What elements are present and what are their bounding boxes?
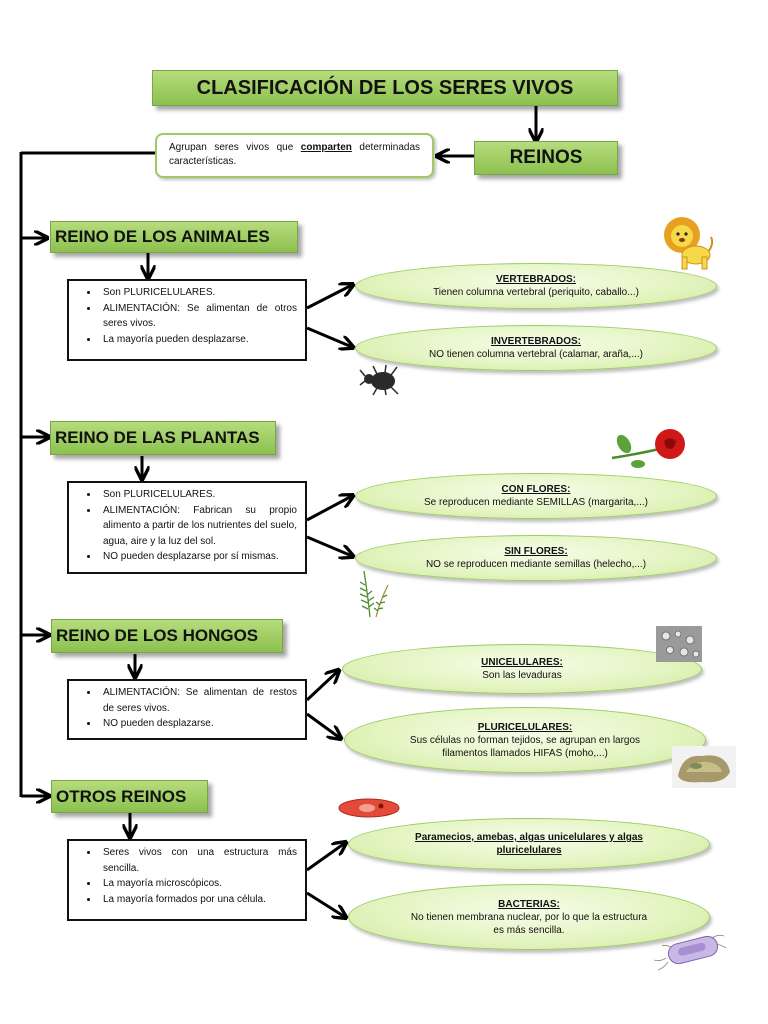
ellipse-heading: BACTERIAS: [498,898,560,910]
arrow-con-flores [306,496,352,522]
paramecium-icon [338,798,400,818]
kingdom-hongos: REINO DE LOS HONGOS [51,619,283,653]
reinos-box: REINOS [474,141,618,175]
ellipse-text: Son las levaduras [482,670,562,681]
rose-icon [611,429,685,468]
list-item: ALIMENTACIÓN: Fabrican su propio aliment… [99,503,297,550]
page-title-text: CLASIFICACIÓN DE LOS SERES VIVOS [196,76,574,99]
ellipse-invertebrados: INVERTEBRADOS: NO tienen columna vertebr… [355,325,717,371]
list-item: NO pueden desplazarse. [99,716,297,732]
kingdom-plantas-label: REINO DE LAS PLANTAS [55,428,260,447]
kingdom-animales: REINO DE LOS ANIMALES [50,221,298,253]
beetle-icon [359,364,399,396]
ellipse-heading: CON FLORES: [501,484,571,495]
ellipse-text: Se reproducen mediante SEMILLAS (margari… [424,497,648,508]
ellipse-heading: PLURICELULARES: [477,721,573,733]
kingdom-hongos-label: REINO DE LOS HONGOS [56,626,259,645]
list-item: ALIMENTACIÓN: Se alimentan de restos de … [99,685,297,716]
arrow-unicelulares [305,671,338,702]
ellipse-text: NO tienen columna vertebral (calamar, ar… [429,349,643,360]
arrow-vertebrados [306,285,352,310]
list-item: La mayoría formados por una célula. [99,892,297,908]
list-item: ALIMENTACIÓN: Se alimentan de otros sere… [99,301,297,332]
kingdom-otros-label: OTROS REINOS [56,786,187,806]
reinos-description: Agrupan seres vivos que comparten determ… [155,133,434,178]
kingdom-animales-label: REINO DE LOS ANIMALES [55,227,270,246]
plantas-list: Son PLURICELULARES. ALIMENTACIÓN: Fabric… [67,481,307,574]
desc-text-2: determinadas características. [169,142,421,167]
animales-list: Son PLURICELULARES. ALIMENTACIÓN: Se ali… [67,279,307,361]
ellipse-con-flores: CON FLORES: Se reproducen mediante SEMIL… [355,473,717,519]
ellipse-bacterias: BACTERIAS: No tienen membrana nuclear, p… [348,884,710,950]
ellipse-heading: VERTEBRADOS: [495,274,576,285]
reinos-label: REINOS [509,147,583,168]
arrow-paramecios [306,843,345,872]
ellipse-text: No tienen membrana nuclear, por lo que l… [410,911,648,936]
list-item: NO pueden desplazarse por sí mismas. [99,549,297,565]
ellipse-text: Sus células no forman tejidos, se agrupa… [409,734,641,759]
ellipse-unicelulares: UNICELULARES: Son las levaduras [342,644,702,694]
kingdom-plantas: REINO DE LAS PLANTAS [50,421,276,455]
ellipse-sin-flores: SIN FLORES: NO se reproducen mediante se… [355,535,717,581]
yeast-icon [656,626,702,662]
bacteria-icon [653,934,727,971]
list-item: Seres vivos con una estructura más senci… [99,845,297,876]
page-title: CLASIFICACIÓN DE LOS SERES VIVOS [152,70,618,106]
arrow-pluricelulares [306,712,340,738]
mold-icon [672,746,736,788]
list-item: La mayoría microscópicos. [99,876,297,892]
hongos-list: ALIMENTACIÓN: Se alimentan de restos de … [67,679,307,740]
otros-list: Seres vivos con una estructura más senci… [67,839,307,921]
list-item: Son PLURICELULARES. [99,487,297,503]
ellipse-heading: UNICELULARES: [481,657,563,668]
fern-icon [359,570,389,618]
ellipse-vertebrados: VERTEBRADOS: Tienen columna vertebral (p… [355,263,717,309]
ellipse-paramecios: Paramecios, amebas, algas unicelulares y… [348,818,710,870]
ellipse-text: Tienen columna vertebral (periquito, cab… [433,287,639,298]
ellipse-heading: Paramecios, amebas, algas unicelulares y… [415,832,643,856]
arrow-sin-flores [306,535,352,556]
list-item: La mayoría pueden desplazarse. [99,332,297,348]
ellipse-text: NO se reproducen mediante semillas (hele… [425,559,647,570]
desc-text-bold: comparten [300,142,352,153]
arrow-bacterias [306,891,345,917]
ellipse-heading: INVERTEBRADOS: [490,336,581,347]
desc-text-1: Agrupan seres vivos que [169,142,301,153]
kingdom-otros: OTROS REINOS [51,780,208,813]
ellipse-pluricelulares: PLURICELULARES: Sus células no forman te… [344,707,706,773]
lion-icon [664,217,714,270]
list-item: Son PLURICELULARES. [99,285,297,301]
ellipse-heading: SIN FLORES: [504,546,568,557]
arrow-invertebrados [306,326,352,347]
